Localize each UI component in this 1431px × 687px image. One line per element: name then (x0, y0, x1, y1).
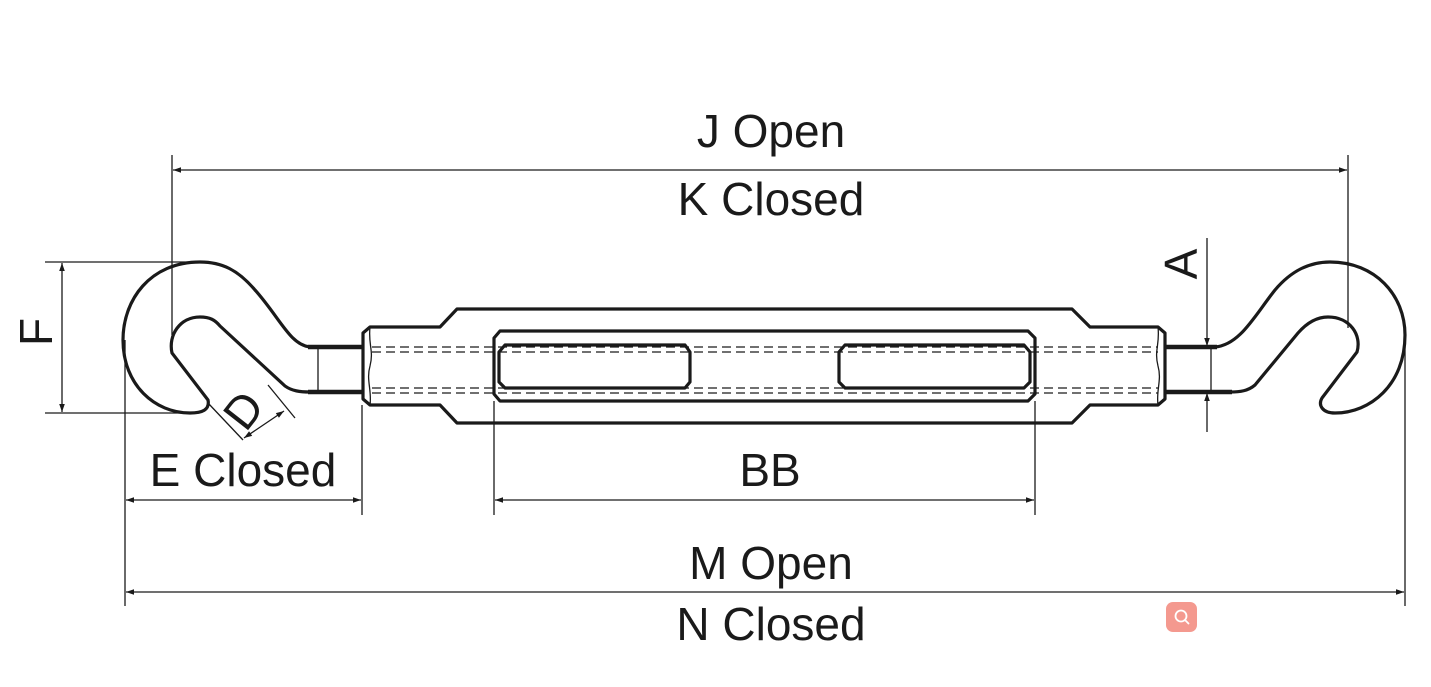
label-d: D (213, 381, 274, 439)
label-bb: BB (739, 444, 800, 496)
label-j-open: J Open (697, 105, 845, 157)
dimension-f (45, 261, 200, 414)
dimension-m-n (126, 335, 1406, 606)
dimension-bb (493, 401, 1036, 515)
dimension-j-k (171, 155, 1349, 335)
turnbuckle-body (361, 307, 1167, 425)
search-badge-button[interactable] (1166, 602, 1197, 632)
dimension-e-closed (124, 340, 363, 606)
label-e-closed: E Closed (150, 444, 337, 496)
right-hook (1165, 260, 1407, 415)
label-a: A (1155, 248, 1207, 279)
label-k-closed: K Closed (678, 173, 865, 225)
label-f: F (10, 318, 62, 346)
search-icon (1174, 609, 1189, 625)
label-m-open: M Open (689, 537, 853, 589)
left-hook (121, 260, 363, 415)
dimension-d (207, 384, 296, 441)
label-n-closed: N Closed (676, 598, 865, 650)
